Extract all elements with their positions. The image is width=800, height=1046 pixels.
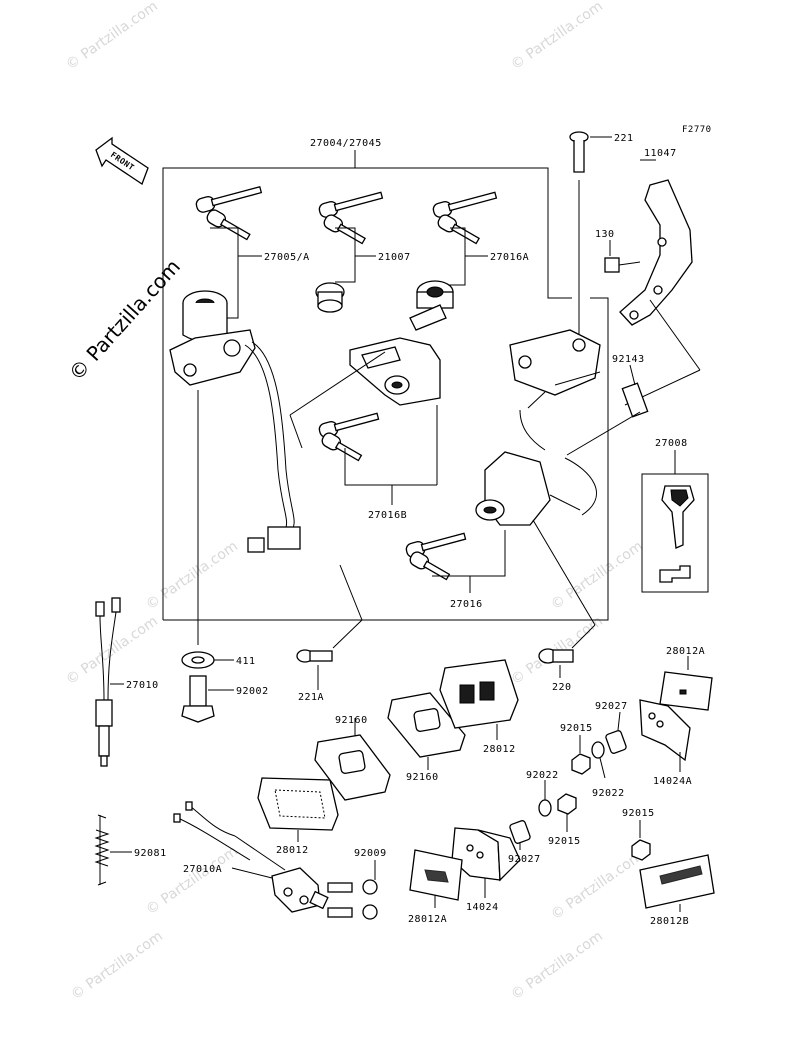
watermark-tile: © Partzilla.com [68,928,166,1003]
label-27016a: 27016A [490,252,529,263]
label-221: 221 [614,133,634,144]
label-27008: 27008 [655,438,688,449]
label-92160-a: 92160 [335,715,368,726]
washer-411: 411 [181,651,256,669]
label-92027-low: 92027 [508,854,541,865]
front-arrow: FRONT [95,136,149,185]
bolt-221a: 221A [296,564,363,703]
label-28012-mid: 28012 [483,744,516,755]
bolt-220: 220 [538,624,596,693]
label-92160-b: 92160 [406,772,439,783]
seat-lock-27016b: 27016B [289,337,441,521]
label-11047: 11047 [644,148,677,159]
indicator-28012-mid: 28012 [439,659,519,755]
label-220: 220 [552,682,572,693]
gasket-92160-b: 92160 [387,692,466,783]
bracket-221: 221 [509,131,634,451]
label-28012-low: 28012 [276,845,309,856]
label-411: 411 [236,656,256,667]
bolt-92002: 92002 [181,675,269,723]
label-92009: 92009 [354,848,387,859]
label-92015-top: 92015 [560,723,593,734]
collar-92143: 92143 [566,354,649,456]
label-27016b: 27016B [368,510,407,521]
watermark-tile: © Partzilla.com [508,928,606,1003]
key-set-27005: 27005/A [195,185,310,319]
assembly-frame: 27004/27045 [162,138,609,621]
gasket-92160-a: 92160 [314,715,391,801]
label-92027-top: 92027 [595,701,628,712]
key-set-21007: 21007 [315,191,411,313]
ignition-switch [169,290,301,645]
watermark-tile: © Partzilla.com [63,0,161,73]
switch-27010a: 27010A 92009 [173,801,387,920]
washer-92022-mid: 92022 [526,770,559,817]
label-21007: 21007 [378,252,411,263]
washer-92022-top: 92022 [591,741,625,799]
key-blank-27008: 27008 [641,438,709,593]
label-221a: 221A [298,692,324,703]
label-130: 130 [595,229,615,240]
watermark-tile: © Partzilla.com [548,848,646,923]
watermark-tile: © Partzilla.com [63,613,161,688]
plate-28012b: 28012B [639,854,715,927]
label-27005a: 27005/A [264,252,310,263]
label-28012a-low: 28012A [408,914,447,925]
label-14024: 14024 [466,902,499,913]
helmet-lock-27016: 27016 [405,451,597,626]
nut-92015-low: 92015 [622,808,655,861]
label-92015-mid: 92015 [548,836,581,847]
figure-code: F2770 [682,125,712,135]
bracket-11047: 11047 130 [595,148,701,406]
spring-92081: 92081 [94,814,167,886]
label-92015-low: 92015 [622,808,655,819]
bracket-14024: 14024 [451,827,521,913]
label-92143: 92143 [612,354,645,365]
label-28012a-top: 28012A [666,646,705,657]
label-27004: 27004/27045 [310,138,382,149]
label-27010a: 27010A [183,864,222,875]
nut-92015-top: 92015 [560,723,593,775]
plate-28012a-top: 28012A 14024A [639,646,713,787]
plate-28012a-low: 28012A [408,849,463,925]
label-92022-mid: 92022 [526,770,559,781]
label-27016: 27016 [450,599,483,610]
watermark-tile: © Partzilla.com [508,0,606,73]
label-92022-top: 92022 [592,788,625,799]
switch-27010: 27010 [95,597,159,767]
watermark-main: © Partzilla.com [64,255,185,386]
watermark-tile: © Partzilla.com [548,538,646,613]
watermark-tile: © Partzilla.com [143,538,241,613]
nut-92015-mid: 92015 [548,793,581,847]
indicator-28012-low: 28012 [257,777,339,856]
key-set-27016a: 27016A [409,191,529,331]
label-14024a: 14024A [653,776,692,787]
collar-92027-top: 92027 [595,701,628,754]
label-92002: 92002 [236,686,269,697]
label-27010: 27010 [126,680,159,691]
label-28012b: 28012B [650,916,689,927]
label-92081: 92081 [134,848,167,859]
collar-92027-low: 92027 [508,820,541,865]
